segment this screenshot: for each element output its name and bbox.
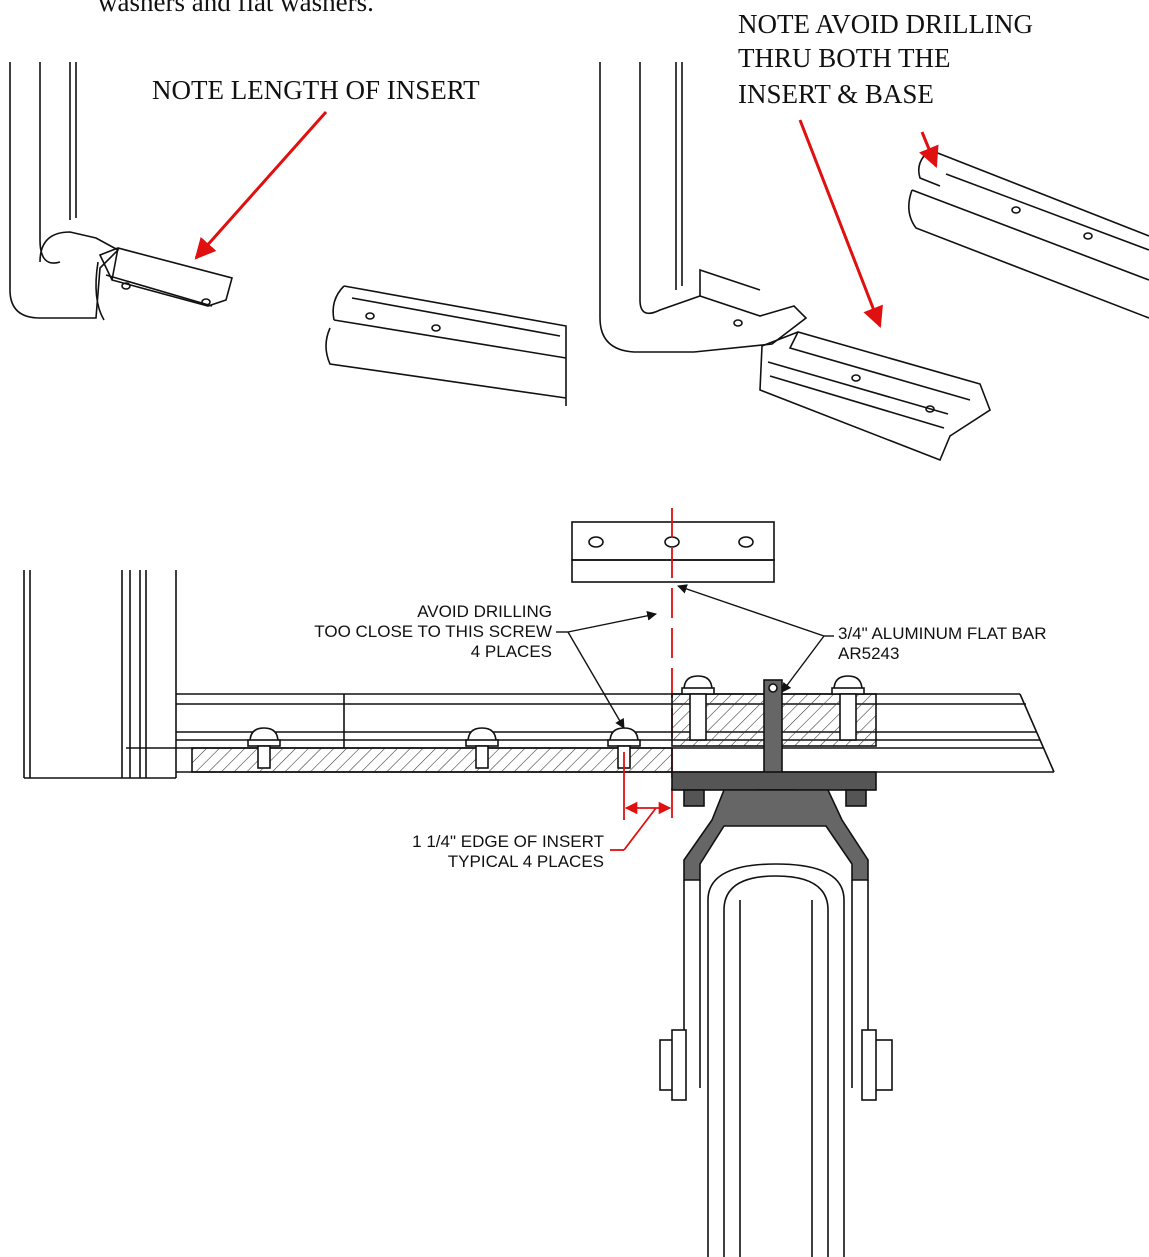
note-length-of-insert: NOTE LENGTH OF INSERT xyxy=(152,75,480,105)
flat-bar-leaders xyxy=(677,584,834,693)
screw xyxy=(681,675,715,741)
screw xyxy=(831,675,865,741)
avoid-drilling-arrow-long xyxy=(798,119,883,328)
screws xyxy=(247,675,865,769)
note-avoid-drilling-line-1: NOTE AVOID DRILLING xyxy=(738,9,1033,39)
screw xyxy=(247,727,281,769)
screw xyxy=(465,727,499,769)
avoid-screw-leaders xyxy=(556,610,657,729)
caster-pin xyxy=(763,679,783,791)
flat-bar-detail xyxy=(571,521,775,583)
caster-wheel xyxy=(707,863,845,1257)
frame-post-section xyxy=(23,570,177,779)
note-avoid-drilling-line-3: INSERT & BASE xyxy=(738,79,934,109)
base-section-right-view xyxy=(908,149,1149,319)
caster-axle xyxy=(659,1029,893,1101)
callout-avoid-screw-line-1: AVOID DRILLING xyxy=(417,602,552,621)
frame-corner-right-view xyxy=(599,62,991,462)
callout-flat-bar-line-1: 3/4" ALUMINUM FLAT BAR xyxy=(838,624,1047,643)
insert-hatch xyxy=(191,747,673,773)
caster-yoke xyxy=(683,789,869,1088)
callout-edge-insert-line-2: TYPICAL 4 PLACES xyxy=(447,852,604,871)
avoid-drilling-arrow-short xyxy=(919,131,939,168)
frame-corner-left-view xyxy=(9,62,233,321)
edge-dimension xyxy=(610,752,672,851)
callout-flat-bar-line-2: AR5243 xyxy=(838,644,900,663)
callout-avoid-screw-line-3: 4 PLACES xyxy=(470,642,552,661)
insert-length-arrow xyxy=(194,111,328,260)
note-avoid-drilling-line-2: THRU BOTH THE xyxy=(738,43,951,73)
callout-edge-insert-line-1: 1 1/4" EDGE OF INSERT xyxy=(412,832,604,851)
callout-avoid-screw-line-2: TOO CLOSE TO THIS SCREW xyxy=(314,622,552,641)
header-fragment-text: washers and flat washers. xyxy=(98,0,374,17)
tube-section-left-view xyxy=(325,285,567,406)
